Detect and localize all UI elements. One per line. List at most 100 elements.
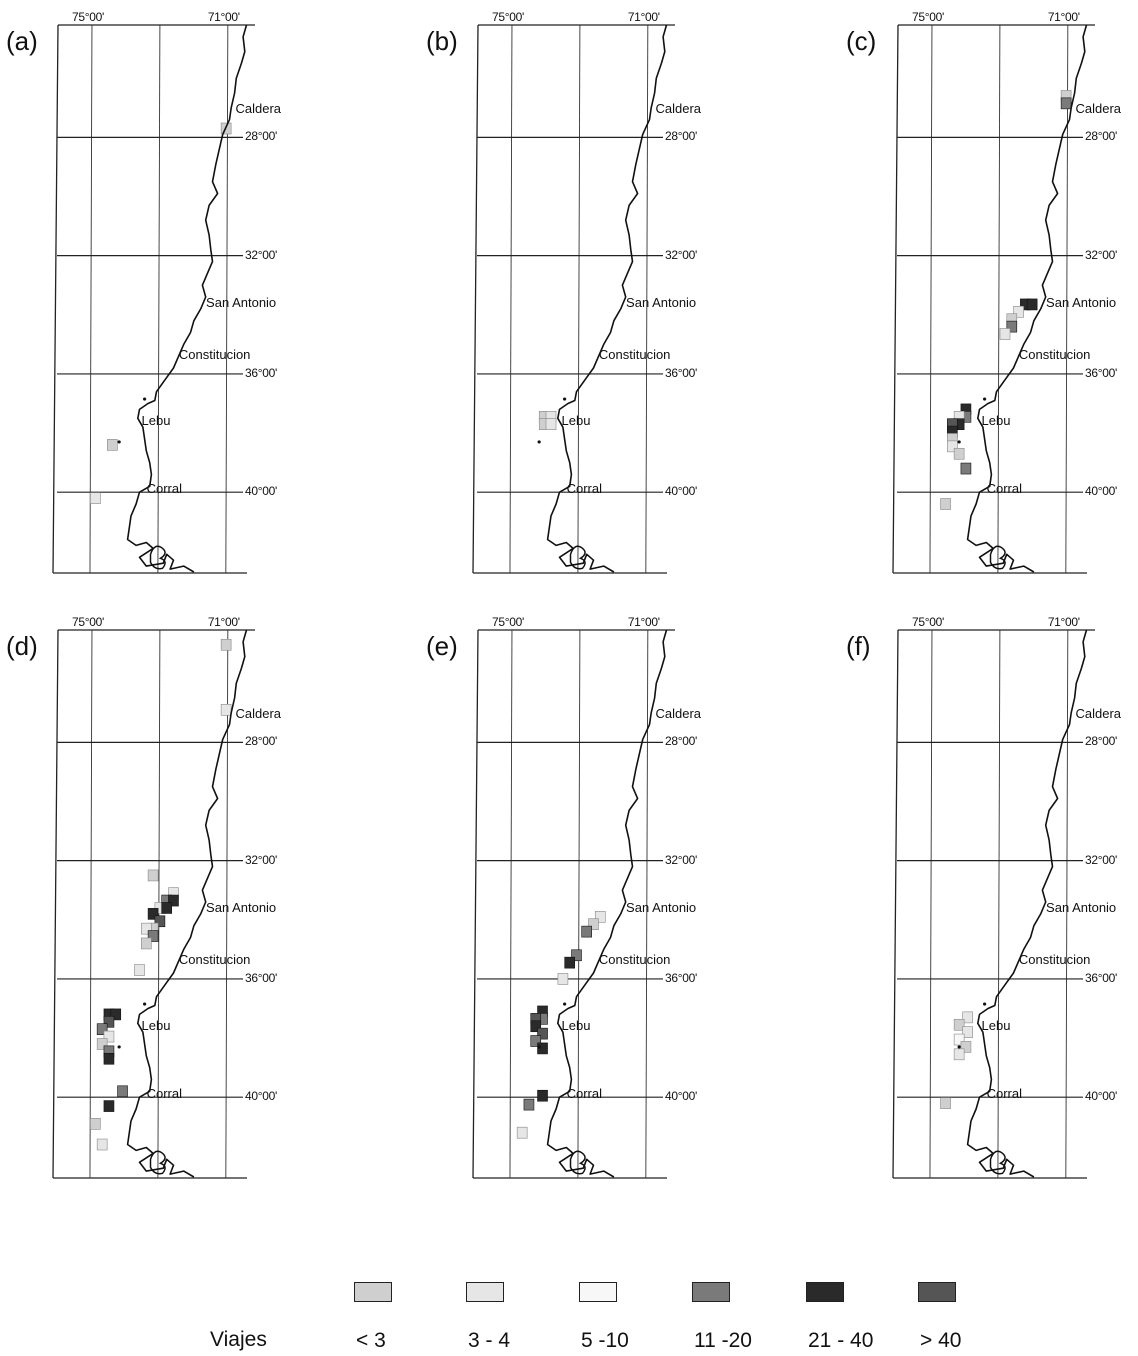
meridian-line	[997, 629, 1001, 1179]
latitude-label: 40°00'	[245, 1089, 277, 1104]
islet-dot	[563, 1002, 567, 1006]
effort-cell	[141, 937, 152, 950]
meridian-line	[645, 24, 649, 574]
effort-cell	[90, 492, 101, 504]
island-outline	[149, 1150, 166, 1175]
effort-cell	[110, 1008, 122, 1021]
map-canvas	[472, 629, 675, 1179]
longitude-label: 71°00'	[1047, 615, 1080, 629]
island-outline	[989, 545, 1006, 570]
longitude-label: 71°00'	[627, 10, 660, 24]
effort-cell	[960, 1041, 972, 1053]
effort-cell	[940, 1097, 951, 1109]
longitude-label: 75°00'	[71, 615, 104, 629]
city-label: Constitucion	[1018, 346, 1091, 362]
effort-cell	[545, 418, 557, 430]
longitude-label: 71°00'	[627, 615, 660, 629]
islet-dot	[537, 440, 541, 444]
effort-cell	[537, 1042, 548, 1055]
effort-cell	[147, 908, 159, 920]
map-canvas	[52, 629, 255, 1179]
effort-cell	[103, 1016, 115, 1028]
effort-cell	[141, 922, 152, 935]
city-label: Caldera	[1075, 101, 1122, 117]
islet-dot	[117, 1045, 121, 1049]
legend-label: 5 -10	[581, 1329, 629, 1352]
effort-cell	[588, 918, 599, 931]
effort-cell	[523, 1098, 535, 1111]
city-label: Corral	[146, 1086, 183, 1102]
islet-dot	[143, 1002, 147, 1006]
legend-label: 3 - 4	[468, 1329, 511, 1352]
effort-cell	[947, 440, 958, 453]
city-label: San Antonio	[1046, 899, 1117, 915]
city-label: Corral	[986, 1086, 1023, 1102]
effort-cell	[134, 964, 145, 976]
city-label: San Antonio	[206, 294, 277, 310]
islet-dot	[983, 1002, 987, 1006]
city-label: San Antonio	[626, 899, 697, 915]
meridian-line	[577, 629, 581, 1179]
effort-cell	[90, 1118, 101, 1130]
city-label: San Antonio	[1046, 294, 1117, 310]
panel-label: (c)	[846, 26, 877, 56]
meridian-line	[997, 24, 1001, 574]
legend-label: 11 -20	[694, 1329, 752, 1352]
effort-cell	[96, 1038, 108, 1050]
city-label: Corral	[146, 481, 183, 497]
islet-dot	[957, 440, 961, 444]
coastline	[126, 24, 248, 573]
latitude-label: 32°00'	[665, 852, 697, 867]
map-left-border	[52, 629, 59, 1179]
map-left-border	[52, 24, 59, 574]
latitude-label: 36°00'	[245, 365, 277, 380]
effort-cell	[530, 1035, 542, 1047]
map-panel-f: (f)75°00'71°00'28°00'32°00'36°00'40°00'C…	[840, 605, 1130, 1195]
longitude-label: 71°00'	[1047, 10, 1080, 24]
city-label: Corral	[986, 481, 1023, 497]
meridian-line	[157, 24, 161, 574]
meridian-line	[1065, 629, 1069, 1179]
effort-cell	[107, 439, 118, 451]
coastline	[546, 24, 668, 573]
islet-dot	[117, 440, 121, 444]
latitude-label: 32°00'	[245, 852, 277, 867]
latitude-label: 32°00'	[245, 247, 277, 262]
island-outline	[149, 545, 166, 570]
effort-cell	[594, 911, 606, 923]
islet-dot	[563, 397, 567, 401]
latitude-label: 28°00'	[245, 734, 277, 749]
map-canvas	[892, 629, 1095, 1179]
legend-swatch	[466, 1282, 504, 1302]
effort-cell	[103, 1030, 115, 1043]
meridian-line	[645, 629, 649, 1179]
panel-label: (e)	[426, 631, 458, 661]
latitude-label: 36°00'	[1085, 970, 1117, 985]
map-left-border	[892, 24, 899, 574]
effort-cell	[557, 973, 569, 985]
city-label: Lebu	[141, 413, 171, 429]
longitude-label: 75°00'	[71, 10, 104, 24]
meridian-line	[509, 629, 513, 1179]
panel-label: (b)	[426, 26, 458, 56]
city-label: Lebu	[561, 1018, 591, 1034]
latitude-label: 36°00'	[245, 970, 277, 985]
map-panel-b: (b)75°00'71°00'28°00'32°00'36°00'40°00'C…	[420, 0, 710, 590]
city-label: Lebu	[981, 413, 1011, 429]
map-left-border	[472, 629, 479, 1179]
effort-cell	[953, 1018, 965, 1031]
legend-swatch	[354, 1282, 392, 1302]
latitude-label: 32°00'	[1085, 247, 1117, 262]
coastline	[126, 629, 248, 1178]
city-label: Caldera	[235, 101, 282, 117]
effort-cell	[220, 704, 232, 716]
legend-label: 21 - 40	[808, 1329, 874, 1352]
map-left-border	[892, 629, 899, 1179]
latitude-label: 40°00'	[665, 484, 697, 499]
meridian-line	[225, 24, 229, 574]
panel-label: (d)	[6, 631, 38, 661]
effort-cell	[147, 869, 159, 882]
city-label: Caldera	[235, 706, 282, 722]
effort-cell	[537, 1027, 548, 1040]
longitude-label: 71°00'	[207, 615, 240, 629]
